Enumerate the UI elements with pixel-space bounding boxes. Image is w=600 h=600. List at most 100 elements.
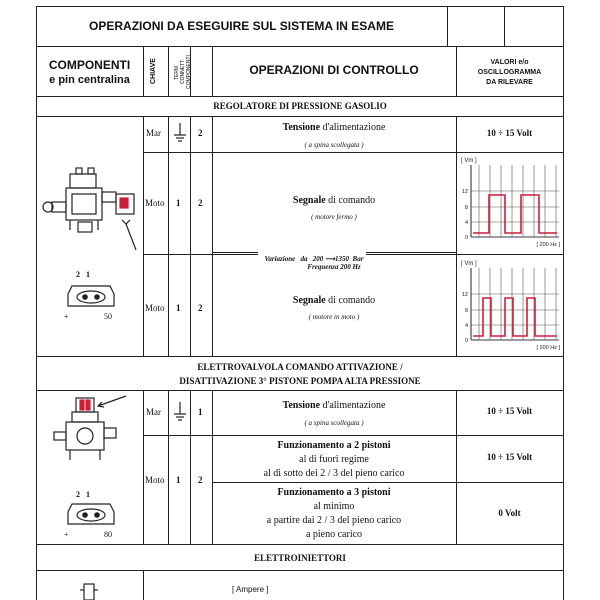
s2-row2-term1: 1 (176, 475, 181, 485)
col-header-values: VALORI e/o OSCILLOGRAMMA DA RILEVARE (456, 58, 563, 88)
s1-row3-op-note: ( motore in moto ) (308, 313, 360, 321)
row-rule (36, 570, 564, 571)
col-header-term: TERM. CONNETT. COMPONENTI (174, 52, 192, 92)
s1-row2-operation: Segnale di comando (212, 195, 456, 206)
col-divider (143, 46, 144, 96)
oscilloscope-motor-stopped: [ Vm ] 12 8 4 0 [ 200 Hz ] (461, 158, 560, 248)
col-divider (143, 390, 144, 544)
s2-row1-operation: Tensione d'alimentazione (212, 400, 456, 411)
three-pistons-line1: al minimo (313, 501, 355, 512)
s2-row2-a-value: 10 ÷ 15 Volt (486, 452, 533, 462)
scope-unit-label: [ Vm ] (461, 158, 477, 164)
row-rule (36, 96, 564, 97)
scope-tick-label: 4 (465, 220, 468, 226)
two-pistons-line2: al di sotto dei 2 / 3 del pieno carico (263, 468, 405, 479)
row-rule (36, 116, 564, 117)
col-header-values-line1: VALORI e/o (490, 59, 529, 66)
scope-tick-label: 12 (462, 292, 468, 298)
s1-row3-op-bold: Segnale (292, 295, 326, 306)
col-divider (212, 390, 213, 544)
col-divider (190, 116, 191, 356)
section3-title: ELETTROINIETTORI (254, 553, 346, 563)
row-rule (36, 390, 564, 391)
section2-pin-plus: + (64, 530, 69, 539)
variation-to-value: 1350 Bar (335, 255, 364, 263)
s1-row1-operation: Tensione d'alimentazione (212, 122, 456, 133)
col-divider (456, 46, 457, 96)
s1-row3-operation: Segnale di comando (212, 295, 456, 306)
s1-row1-op-note: ( a spina scollegata ) (304, 141, 364, 149)
row-rule (36, 544, 564, 545)
section1-title: REGOLATORE DI PRESSIONE GASOLIO (213, 101, 387, 111)
header-cell-divider (504, 6, 505, 46)
s1-row2-op-rest: di comando (325, 195, 376, 206)
ground-icon (174, 402, 186, 421)
section2-title: ELETTROVALVOLA COMANDO ATTIVAZIONE / DIS… (36, 360, 564, 388)
s1-row3-term2: 2 (198, 303, 203, 313)
three-pistons-title: Funzionamento a 3 pistoni (277, 487, 391, 498)
two-pistons-line1: al di fuori regime (299, 454, 369, 465)
arrow-right-icon: ⟶ (324, 255, 336, 263)
frame-top (36, 6, 564, 7)
frame-left (36, 6, 37, 600)
section1-connector-icon (67, 285, 115, 307)
ampere-label: [ Ampere ] (232, 585, 269, 594)
col-header-values-line3: DA RILEVARE (486, 79, 533, 86)
col-header-components-line2: e pin centralina (49, 74, 130, 86)
variation-from-label: Variazione da (264, 255, 308, 263)
col-divider (143, 116, 144, 356)
s2-row1-op-rest: d'alimentazione (320, 400, 386, 411)
row-rule (36, 356, 564, 357)
ground-icon (174, 123, 186, 142)
s2-row2-b-value: 0 Volt (498, 508, 521, 518)
s1-row2-term2: 2 (198, 198, 203, 208)
row-rule (143, 152, 564, 153)
col-divider (143, 570, 144, 600)
row-rule (143, 435, 564, 436)
col-divider (168, 116, 169, 356)
s1-row3-key: Moto (145, 303, 165, 313)
three-pistons-line3: a pieno carico (305, 529, 363, 540)
scope-hz-label: [ 200 Hz ] (536, 242, 560, 248)
s1-row3-term1: 1 (176, 303, 181, 313)
col-divider (456, 390, 457, 544)
s2-row1-term: 1 (198, 407, 203, 417)
variation-label: Variazione da 200 ⟶1350 Bar (258, 247, 367, 263)
col-divider (168, 390, 169, 544)
scope-unit-label: [ Vm ] (461, 261, 477, 267)
s1-row2-term1: 1 (176, 198, 181, 208)
s1-row2-op-bold: Segnale (292, 195, 326, 206)
col-divider (456, 116, 457, 356)
section1-pin-number: 50 (104, 312, 112, 321)
s1-row2-key: Moto (145, 198, 165, 208)
injector-illustration (80, 583, 98, 600)
s2-row1-op-note: ( a spina scollegata ) (304, 419, 364, 427)
col-header-term-line3: COMPONENTI (186, 55, 192, 89)
col-divider (212, 116, 213, 356)
variation-from-value: 200 (312, 255, 324, 263)
pressure-regulator-illustration (42, 167, 137, 251)
col-header-operations: OPERAZIONI DI CONTROLLO (249, 63, 419, 77)
section2-title-line2: DISATTIVAZIONE 3° PISTONE POMPA ALTA PRE… (179, 376, 421, 386)
col-header-components: COMPONENTI e pin centralina (36, 58, 143, 88)
col-divider (190, 390, 191, 544)
s1-row1-value: 10 ÷ 15 Volt (486, 128, 533, 138)
scope-hz-label: [ 200 Hz ] (536, 345, 560, 351)
section1-pin-plus: + (64, 312, 69, 321)
scope-tick-label: 12 (462, 189, 468, 195)
section2-title-line1: ELETTROVALVOLA COMANDO ATTIVAZIONE / (197, 362, 403, 372)
scope-tick-label: 0 (465, 235, 468, 241)
s2-row1-value: 10 ÷ 15 Volt (486, 406, 533, 416)
col-header-components-line1: COMPONENTI (48, 58, 131, 72)
section1-connector-pins: 2 1 (76, 270, 90, 279)
s2-row1-op-bold: Tensione (282, 400, 321, 411)
section2-connector-icon (67, 503, 115, 525)
s1-row1-key: Mar (146, 128, 161, 138)
col-header-values-line2: OSCILLOGRAMMA (477, 69, 542, 76)
s2-row2-term2: 2 (198, 475, 203, 485)
two-pistons-title: Funzionamento a 2 pistoni (277, 440, 391, 451)
frequency-label: Frequenza 200 Hz (307, 263, 361, 271)
scope-tick-label: 8 (465, 205, 468, 211)
s1-row3-op-rest: di comando (325, 295, 376, 306)
